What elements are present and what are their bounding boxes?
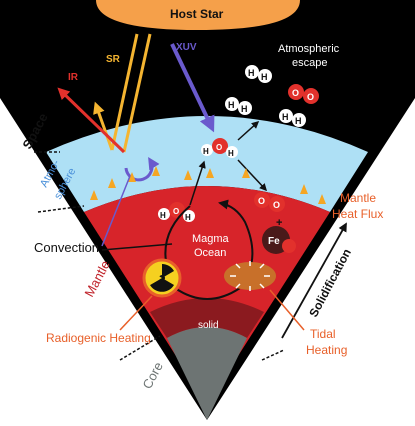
h2-molecule-escape-mid: H H xyxy=(225,97,252,115)
magma-ocean-line2: Ocean xyxy=(194,247,226,259)
o2-molecule-escape: O O xyxy=(288,84,319,104)
svg-text:H: H xyxy=(248,68,255,78)
svg-text:O: O xyxy=(307,92,314,102)
magma-ocean-line1: Magma xyxy=(192,233,230,245)
convection-label: Convection xyxy=(34,240,99,255)
h2o-molecule-atmosphere: H O H xyxy=(201,138,238,158)
heat-flux-arrows xyxy=(90,166,326,204)
convection-pointer-2 xyxy=(101,243,173,251)
svg-text:O: O xyxy=(173,207,179,216)
h2-molecule-escape-top: H H xyxy=(245,65,272,83)
atmosphere-divider xyxy=(37,205,85,213)
atmosphere-convection-arrow xyxy=(124,156,160,182)
sr-arrow-in xyxy=(122,33,152,153)
sr-arrow-out xyxy=(110,33,139,151)
escape-label-line2: escape xyxy=(292,57,327,69)
degassing-arrow-up xyxy=(189,160,206,206)
oxidation-arrow xyxy=(237,159,268,192)
svg-text:H: H xyxy=(282,112,289,122)
svg-text:O: O xyxy=(273,200,280,210)
svg-text:H: H xyxy=(261,72,268,82)
core-region xyxy=(167,327,247,420)
mantle-core-divider-left xyxy=(119,335,161,361)
escape-label-line1: Atmospheric xyxy=(278,43,340,55)
escape-arrow-h2 xyxy=(237,120,260,141)
ir-label: IR xyxy=(68,72,79,83)
plus-sign: + xyxy=(276,217,282,229)
ir-arrow xyxy=(57,87,126,154)
sr-label: SR xyxy=(106,54,121,65)
solid-band-outer xyxy=(150,298,264,338)
mantle-core-divider-right xyxy=(261,349,285,361)
svg-text:H: H xyxy=(228,149,234,158)
solidification-arrow xyxy=(281,222,347,339)
convection-pointer-1 xyxy=(101,175,131,247)
host-star-label: Host Star xyxy=(170,7,224,21)
radiogenic-heating-label: Radiogenic Heating xyxy=(46,331,151,345)
core-label: Core xyxy=(139,359,165,391)
svg-text:H: H xyxy=(185,213,191,222)
svg-text:H: H xyxy=(228,100,235,110)
svg-text:H: H xyxy=(160,211,166,220)
h2o-molecule-mantle: H O H xyxy=(158,202,195,222)
tidal-heating-icon xyxy=(224,261,276,291)
fe-ion: Fe xyxy=(262,226,296,254)
svg-text:O: O xyxy=(292,88,299,98)
host-star xyxy=(96,0,300,30)
xuv-label: XUV xyxy=(176,42,197,53)
svg-text:H: H xyxy=(295,116,302,126)
svg-text:H: H xyxy=(241,104,248,114)
h2-molecule-escape-low: H H xyxy=(279,109,306,127)
svg-text:Fe: Fe xyxy=(268,236,280,247)
solid-label: solid xyxy=(198,320,219,331)
o2-molecule-mantle: O O xyxy=(254,192,285,212)
tidal-pointer xyxy=(269,289,305,331)
mantle-heat-flux-line1: Mantle xyxy=(340,191,376,205)
sr-reflect-arrow xyxy=(93,101,114,151)
svg-text:O: O xyxy=(216,143,222,152)
radiation-icon xyxy=(142,258,182,298)
radiogenic-pointer xyxy=(119,295,153,331)
mantle-label: Mantle xyxy=(81,258,113,300)
mantle-heat-flux-line2: Heat Flux xyxy=(332,207,383,221)
tidal-heating-line1: Tidal xyxy=(310,327,336,341)
xuv-arrow xyxy=(170,43,215,133)
svg-text:H: H xyxy=(203,147,209,156)
svg-text:O: O xyxy=(258,196,265,206)
tidal-heating-line2: Heating xyxy=(306,343,347,357)
